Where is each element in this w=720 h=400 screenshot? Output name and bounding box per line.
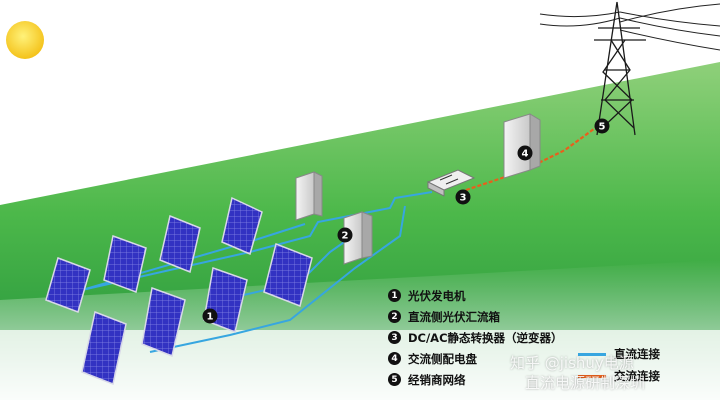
number-badge: 1 bbox=[388, 289, 401, 302]
legend-item: 2 直流侧光伏汇流箱 bbox=[388, 306, 608, 327]
number-badge: 4 bbox=[388, 352, 401, 365]
legend-item: 1 光伏发电机 bbox=[388, 285, 608, 306]
ac-distribution-panel bbox=[503, 113, 541, 179]
dc-line-swatch bbox=[578, 352, 606, 356]
solar-panels bbox=[45, 196, 313, 386]
number-badge: 2 bbox=[388, 310, 401, 323]
inverter bbox=[426, 169, 476, 197]
legend-label: 直流侧光伏汇流箱 bbox=[408, 309, 500, 324]
marker-4: 4 bbox=[517, 145, 533, 161]
svg-text:1: 1 bbox=[207, 312, 214, 323]
dc-line-label: 直流连接 bbox=[614, 347, 660, 361]
combiner-box-b bbox=[343, 211, 373, 265]
svg-text:2: 2 bbox=[342, 231, 349, 242]
legend-item: 3 DC/AC静态转换器（逆变器） bbox=[388, 327, 608, 348]
legend-label: 交流侧配电盘 bbox=[408, 351, 477, 366]
legend-item: 4 交流侧配电盘 bbox=[388, 348, 608, 369]
marker-5: 5 bbox=[594, 118, 610, 134]
power-lines bbox=[539, 3, 720, 51]
transmission-tower bbox=[594, 1, 646, 136]
svg-text:3: 3 bbox=[460, 193, 467, 204]
marker-2: 2 bbox=[337, 227, 353, 243]
marker-3: 3 bbox=[455, 189, 471, 205]
ac-line-label: 交流连接 bbox=[614, 369, 660, 383]
ac-line-swatch bbox=[578, 374, 606, 378]
watermark-secondary: 直流电源研制深圳 bbox=[525, 374, 646, 392]
legend-label: 光伏发电机 bbox=[408, 288, 466, 303]
legend-label: DC/AC静态转换器（逆变器） bbox=[408, 330, 563, 345]
combiner-box-a bbox=[295, 171, 323, 221]
svg-text:5: 5 bbox=[599, 122, 606, 133]
svg-text:4: 4 bbox=[522, 149, 529, 160]
marker-1: 1 bbox=[202, 308, 218, 324]
watermark: 知乎 @jishuy电源 bbox=[510, 354, 634, 372]
number-badge: 3 bbox=[388, 331, 401, 344]
legend: 1 光伏发电机 2 直流侧光伏汇流箱 3 DC/AC静态转换器（逆变器） 4 交… bbox=[388, 285, 608, 390]
sun-icon bbox=[6, 21, 44, 59]
number-badge: 5 bbox=[388, 373, 401, 386]
legend-label: 经销商网络 bbox=[408, 372, 466, 387]
legend-item: 5 经销商网络 bbox=[388, 369, 608, 390]
dc-line-legend: 直流连接 bbox=[578, 346, 660, 362]
ac-line-legend: 交流连接 bbox=[578, 368, 660, 384]
